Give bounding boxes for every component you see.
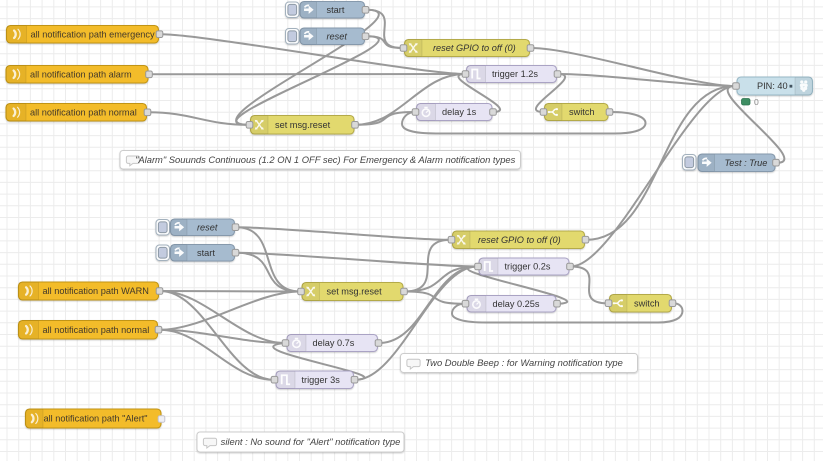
svg-text:all notification path alarm: all notification path alarm xyxy=(30,70,132,80)
svg-text:reset: reset xyxy=(327,32,348,42)
svg-text:start: start xyxy=(327,5,345,15)
svg-text:reset GPIO to off (0): reset GPIO to off (0) xyxy=(433,43,516,53)
svg-text:trigger 3s: trigger 3s xyxy=(302,375,341,385)
svg-text:set msg.reset: set msg.reset xyxy=(327,287,383,297)
svg-text:switch: switch xyxy=(569,107,595,117)
svg-text:0: 0 xyxy=(754,97,759,107)
svg-text:reset: reset xyxy=(197,222,218,232)
svg-text:switch: switch xyxy=(634,298,660,308)
svg-text:delay 1s: delay 1s xyxy=(442,107,477,117)
svg-text:set msg.reset: set msg.reset xyxy=(275,120,331,130)
svg-text:Test : True: Test : True xyxy=(725,158,768,168)
svg-text:all notification path WARN: all notification path WARN xyxy=(43,286,149,296)
svg-text:start: start xyxy=(197,248,215,258)
svg-text:all notification path normal: all notification path normal xyxy=(30,108,137,118)
svg-text:delay 0.25s: delay 0.25s xyxy=(493,299,540,309)
svg-text:trigger 1.2s: trigger 1.2s xyxy=(492,69,538,79)
svg-text:"Alarm" Souunds Continuous (1.: "Alarm" Souunds Continuous (1.2 ON 1 OFF… xyxy=(135,154,516,165)
svg-text:PIN: 40: PIN: 40 xyxy=(757,81,788,91)
svg-text:all notification path "Alert": all notification path "Alert" xyxy=(44,414,148,424)
svg-text:trigger 0.2s: trigger 0.2s xyxy=(505,262,551,272)
svg-text:Two Double Beep : for Warning: Two Double Beep : for Warning notificati… xyxy=(425,357,623,368)
svg-text:reset GPIO to off (0): reset GPIO to off (0) xyxy=(478,235,561,245)
svg-text:all notification path emergenc: all notification path emergency xyxy=(31,30,156,40)
svg-text:silent : No sound for "Alert": silent : No sound for "Alert" notificati… xyxy=(221,436,401,447)
svg-text:all notification path normal: all notification path normal xyxy=(43,325,150,335)
svg-text:delay 0.7s: delay 0.7s xyxy=(313,338,355,348)
